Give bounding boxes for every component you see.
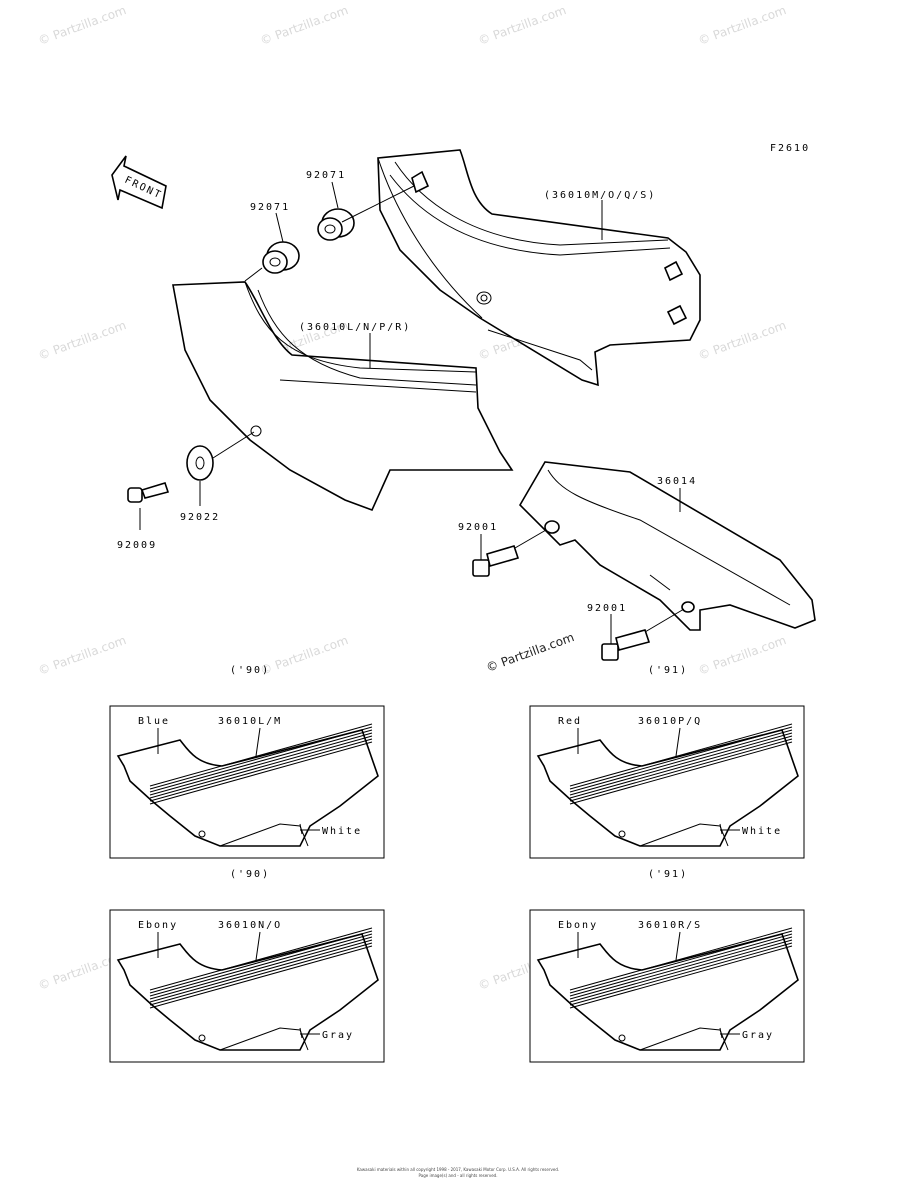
watermark-center: © Partzilla.com: [484, 630, 576, 675]
variant-part-number: 36010R/S: [638, 920, 702, 931]
variant-year: ('91): [648, 665, 688, 676]
variant-color: Red: [558, 716, 582, 727]
front-arrow-icon: FRONT: [111, 155, 167, 210]
watermark: © Partzilla.com: [696, 633, 788, 678]
screw: [127, 482, 170, 503]
bolt-b: [601, 629, 651, 661]
watermark: © Partzilla.com: [258, 633, 350, 678]
chain-guard: [518, 461, 816, 631]
variant-stripe-color: Gray: [322, 1030, 354, 1041]
variant-stripe-color: Gray: [742, 1030, 774, 1041]
variant-cover-outline: [536, 729, 799, 847]
variant-stripe-color: White: [322, 826, 362, 837]
variant-year: ('90): [230, 665, 270, 676]
watermark: © Partzilla.com: [36, 3, 128, 48]
variant-cover-outline: [116, 729, 379, 847]
variant-panel: ('91) Ebony 36010R/S Gray: [529, 869, 805, 1063]
part-label-cover-left: (36010L/N/P/R): [299, 322, 411, 333]
washer: [186, 445, 214, 481]
variant-year: ('91): [648, 869, 688, 880]
watermark: © Partzilla.com: [476, 3, 568, 48]
variant-panel: ('91) Red 36010P/Q White: [529, 665, 805, 859]
part-label-bolt-b: 92001: [587, 603, 627, 614]
watermark: © Partzilla.com: [36, 633, 128, 678]
variant-panel: ('90) Ebony 36010N/O Gray: [109, 869, 385, 1063]
part-label-screw: 92009: [117, 540, 157, 551]
part-label-cover-right: (36010M/O/Q/S): [544, 190, 656, 201]
figure-code: F2610: [770, 143, 810, 154]
part-label-grommet-a: 92071: [250, 202, 290, 213]
watermark: © Partzilla.com: [36, 318, 128, 363]
part-label-guard: 36014: [657, 476, 697, 487]
variant-year: ('90): [230, 869, 270, 880]
footer-line-2: Page image(s) and - all rights reserved.: [419, 1173, 498, 1178]
grommet-a: [262, 241, 300, 274]
grommet-b: [317, 208, 355, 241]
variant-part-number: 36010L/M: [218, 716, 282, 727]
side-cover-right: [377, 149, 701, 387]
variant-color: Blue: [138, 716, 170, 727]
watermark: © Partzilla.com: [696, 318, 788, 363]
bolt-a: [472, 545, 520, 577]
watermark: © Partzilla.com: [258, 3, 350, 48]
variant-color: Ebony: [558, 920, 598, 931]
part-label-grommet-b: 92071: [306, 170, 346, 181]
variant-part-number: 36010N/O: [218, 920, 282, 931]
variant-color: Ebony: [138, 920, 178, 931]
variant-cover-outline: [536, 933, 799, 1051]
variant-panel: ('90) Blue 36010L/M White: [109, 665, 385, 859]
variant-part-number: 36010P/Q: [638, 716, 702, 727]
variant-panels: ('90) Blue 36010L/M White ('91) Red 36010P/Q Wh…: [109, 665, 805, 1063]
part-label-bolt-a: 92001: [458, 522, 498, 533]
side-cover-left: [172, 281, 514, 512]
variant-cover-outline: [116, 933, 379, 1051]
part-label-washer: 92022: [180, 512, 220, 523]
watermark: © Partzilla.com: [696, 3, 788, 48]
footer-line-1: Kawasaki materials within all copyright …: [357, 1167, 559, 1172]
leader-lines: [139, 181, 685, 644]
variant-stripe-color: White: [742, 826, 782, 837]
